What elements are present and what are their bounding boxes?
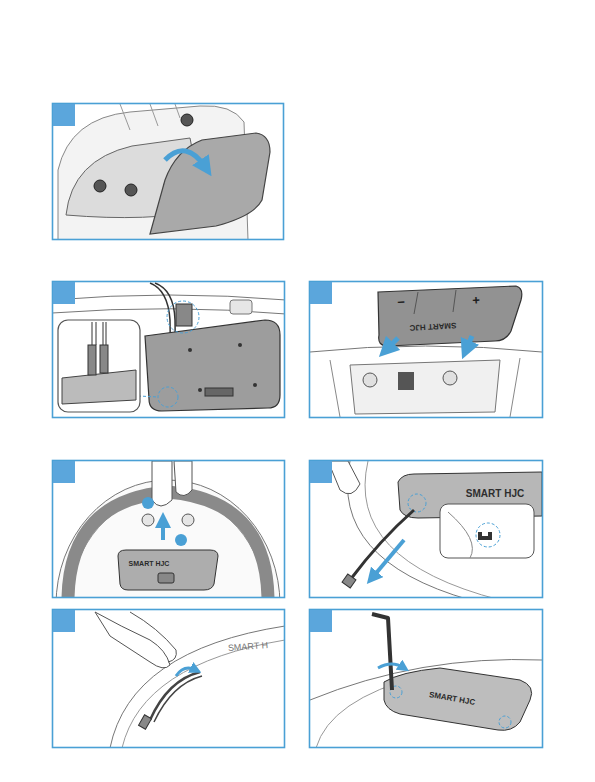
step-marker-shape	[53, 104, 75, 126]
step-3-art	[310, 286, 542, 417]
step-marker	[53, 104, 332, 632]
step-7-art-shape	[499, 716, 511, 728]
step-3-art-shape	[466, 336, 472, 350]
step-1-art-shape	[94, 180, 106, 192]
step-2-art-shape	[138, 396, 158, 397]
step-6-art-shape	[95, 612, 170, 668]
step-4-art-shape	[68, 492, 268, 597]
step-3-art-shape	[414, 290, 456, 314]
step-4-art-shape	[118, 550, 218, 590]
panel-frame-shape	[310, 461, 543, 598]
device-logo: SMART HJC	[466, 489, 524, 499]
step-7-art-shape	[372, 614, 392, 690]
panel-frame-shape	[310, 610, 543, 748]
step-6-art-shape	[176, 668, 196, 676]
panel-frame-shape	[53, 461, 285, 598]
step-1-art-shape	[150, 133, 270, 234]
button-symbol: −	[397, 295, 405, 308]
step-2-art-shape	[238, 343, 242, 347]
panel-frame-shape	[53, 104, 284, 240]
panel-frame-shape	[310, 282, 543, 418]
step-marker-shape	[310, 610, 332, 632]
step-5-art-shape	[408, 494, 426, 512]
device-logo: SMART HJC	[428, 691, 475, 707]
step-7-art-shape	[378, 664, 404, 668]
step-4-art-shape	[142, 497, 154, 509]
step-5-art-shape	[440, 504, 534, 558]
step-2-art-shape	[158, 387, 178, 407]
step-5-art-shape	[448, 512, 472, 558]
step-2-art-shape	[145, 320, 280, 411]
step-4-art-shape	[152, 461, 172, 506]
step-5-art-shape	[478, 532, 492, 540]
step-2-art-shape	[253, 383, 257, 387]
device-logo: SMART H	[228, 641, 269, 653]
step-2-art-shape	[188, 348, 192, 352]
step-2-art-shape	[167, 301, 199, 333]
step-2-art-shape	[100, 345, 108, 373]
step-2-art-shape	[62, 370, 136, 404]
button-symbol: +	[472, 293, 480, 306]
step-2-art-shape	[198, 388, 202, 392]
step-5-art-shape	[476, 523, 500, 547]
step-6-art-shape	[130, 612, 176, 662]
step-2-art	[53, 283, 284, 412]
step-6-art-shape	[139, 715, 152, 729]
step-marker-shape	[310, 282, 332, 304]
step-4-art-shape	[158, 573, 174, 583]
step-marker-shape	[53, 461, 75, 483]
step-5-art-shape	[342, 574, 356, 588]
step-marker-shape	[53, 282, 75, 304]
step-3-art-shape	[350, 360, 500, 414]
panel-frame-shape	[53, 282, 285, 418]
device-logo: SMART HJC	[409, 321, 456, 331]
step-1-art	[58, 104, 270, 239]
step-5-art-shape	[350, 510, 414, 580]
step-3-art-shape	[386, 338, 398, 350]
step-2-art-shape	[205, 388, 233, 396]
step-4-art-shape	[182, 514, 194, 526]
step-4-art-shape	[175, 534, 187, 546]
step-7-art-shape	[384, 668, 532, 730]
step-5-art-shape	[372, 540, 404, 578]
step-3-art-shape	[378, 286, 522, 346]
step-5-art	[328, 461, 542, 597]
step-4-art-shape	[142, 514, 154, 526]
step-1-art-shape	[181, 114, 193, 126]
step-1-art-shape	[120, 104, 180, 130]
step-7-art	[310, 614, 542, 747]
step-4-art-shape	[161, 520, 165, 540]
step-5-art-shape	[328, 461, 360, 494]
step-4-art	[56, 461, 280, 597]
step-2-art-shape	[176, 304, 192, 326]
step-3-art-shape	[330, 358, 520, 417]
step-3-art-shape	[363, 373, 377, 387]
step-3-art-shape	[398, 372, 414, 390]
step-marker-shape	[53, 610, 75, 632]
step-6-art-shape	[154, 676, 202, 722]
step-4-art-shape	[174, 461, 192, 496]
panel-frame-shape	[53, 610, 285, 748]
step-marker-shape	[310, 461, 332, 483]
step-3-art-shape	[443, 371, 457, 385]
panel-frame	[53, 104, 543, 748]
step-2-art-shape	[92, 322, 106, 345]
step-2-art-shape	[88, 345, 96, 375]
step-6-art	[95, 612, 284, 747]
step-1-art-shape	[165, 151, 206, 168]
step-3-art-shape	[310, 346, 542, 352]
step-2-art-shape	[58, 320, 140, 412]
step-2-art-shape	[230, 300, 252, 314]
step-1-art-shape	[125, 184, 137, 196]
step-2-art-shape	[53, 295, 284, 300]
device-logo: SMART HJC	[129, 560, 170, 567]
